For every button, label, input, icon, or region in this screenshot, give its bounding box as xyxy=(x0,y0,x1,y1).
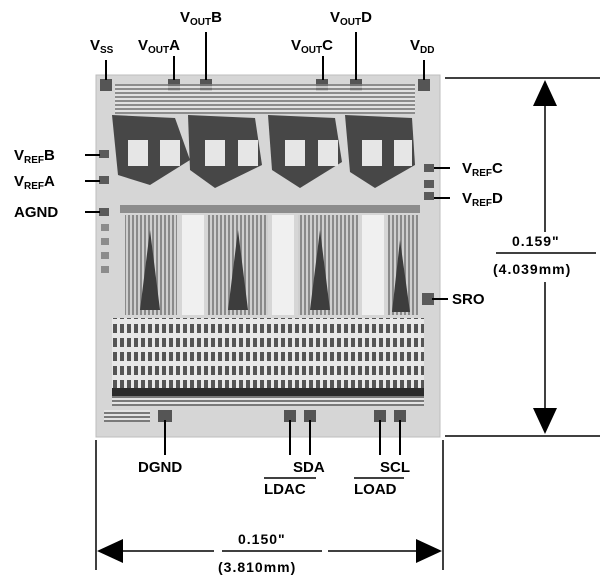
pin-scl: SCL xyxy=(380,459,410,476)
height-mm: (4.039mm) xyxy=(493,261,571,277)
pin-vref-b: VREFB xyxy=(14,147,55,166)
arrow-left-icon xyxy=(97,539,123,563)
width-dimension: 0.150" (3.810mm) xyxy=(95,440,444,575)
height-inches: 0.159" xyxy=(512,233,560,249)
pin-leaders xyxy=(85,32,450,455)
pin-sro: SRO xyxy=(452,291,485,308)
pin-vout-a: VOUTA xyxy=(138,37,180,56)
pin-vout-c: VOUTC xyxy=(291,37,333,56)
die-image xyxy=(95,74,441,438)
width-inches: 0.150" xyxy=(238,531,286,547)
pin-sda: SDA xyxy=(293,459,325,476)
pin-vref-d: VREFD xyxy=(462,190,503,209)
pin-vout-d: VOUTD xyxy=(330,9,372,28)
pin-vref-a: VREFA xyxy=(14,173,55,192)
pin-vref-c: VREFC xyxy=(462,160,503,179)
pin-vdd: VDD xyxy=(410,37,434,56)
arrow-up-icon xyxy=(533,80,557,106)
width-mm: (3.810mm) xyxy=(218,559,296,575)
pin-agnd: AGND xyxy=(14,204,58,221)
pin-labels: VSS VOUTA VOUTB VOUTC VOUTD VDD VREFB VR… xyxy=(14,9,503,498)
pin-dgnd: DGND xyxy=(138,459,182,476)
pin-load: LOAD xyxy=(354,481,397,498)
pin-vss: VSS xyxy=(90,37,114,56)
arrow-right-icon xyxy=(416,539,442,563)
pin-vout-b: VOUTB xyxy=(180,9,222,28)
height-dimension: 0.159" (4.039mm) xyxy=(445,77,600,437)
pin-ldac: LDAC xyxy=(264,481,306,498)
arrow-down-icon xyxy=(533,408,557,434)
